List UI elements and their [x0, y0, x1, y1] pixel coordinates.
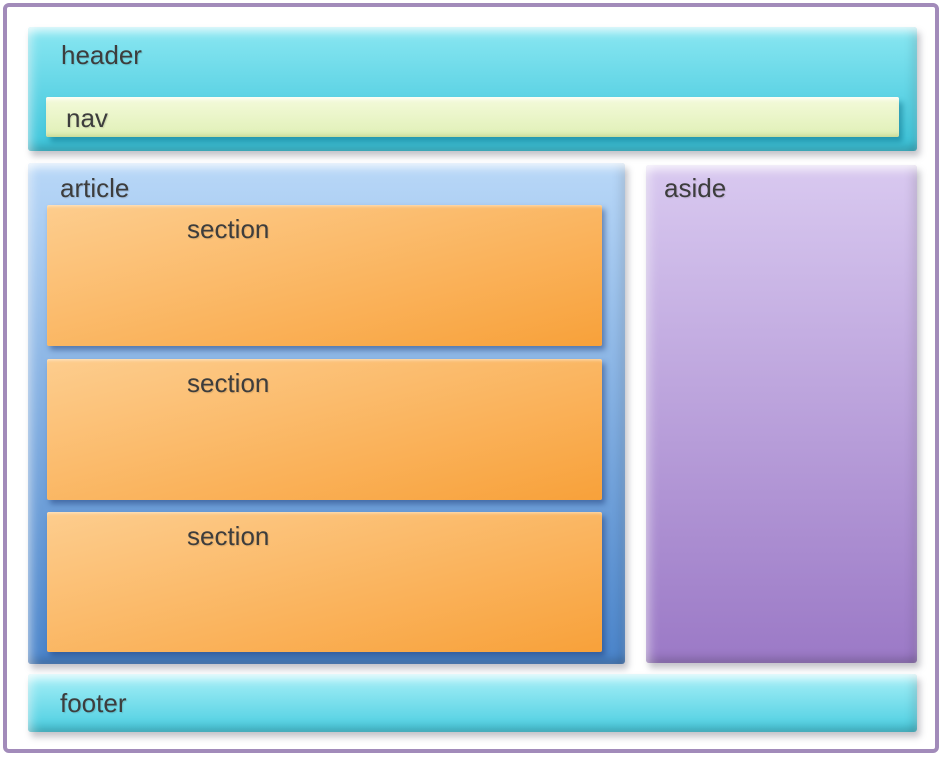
- nav-box: nav: [46, 97, 899, 137]
- outer-frame: [3, 3, 939, 753]
- article-box: article section section section: [28, 163, 625, 664]
- section-box: section: [47, 512, 602, 652]
- aside-label: aside: [664, 173, 727, 203]
- footer-box: footer: [28, 674, 917, 732]
- header-box: header nav: [28, 27, 917, 151]
- nav-label: nav: [66, 103, 108, 133]
- section-label: section: [187, 214, 270, 244]
- article-label: article: [60, 173, 130, 203]
- section-label: section: [187, 368, 270, 398]
- aside-box: aside: [646, 165, 917, 663]
- footer-label: footer: [60, 688, 127, 718]
- header-label: header: [61, 40, 142, 70]
- section-label: section: [187, 521, 270, 551]
- section-box: section: [47, 359, 602, 500]
- section-box: section: [47, 205, 602, 346]
